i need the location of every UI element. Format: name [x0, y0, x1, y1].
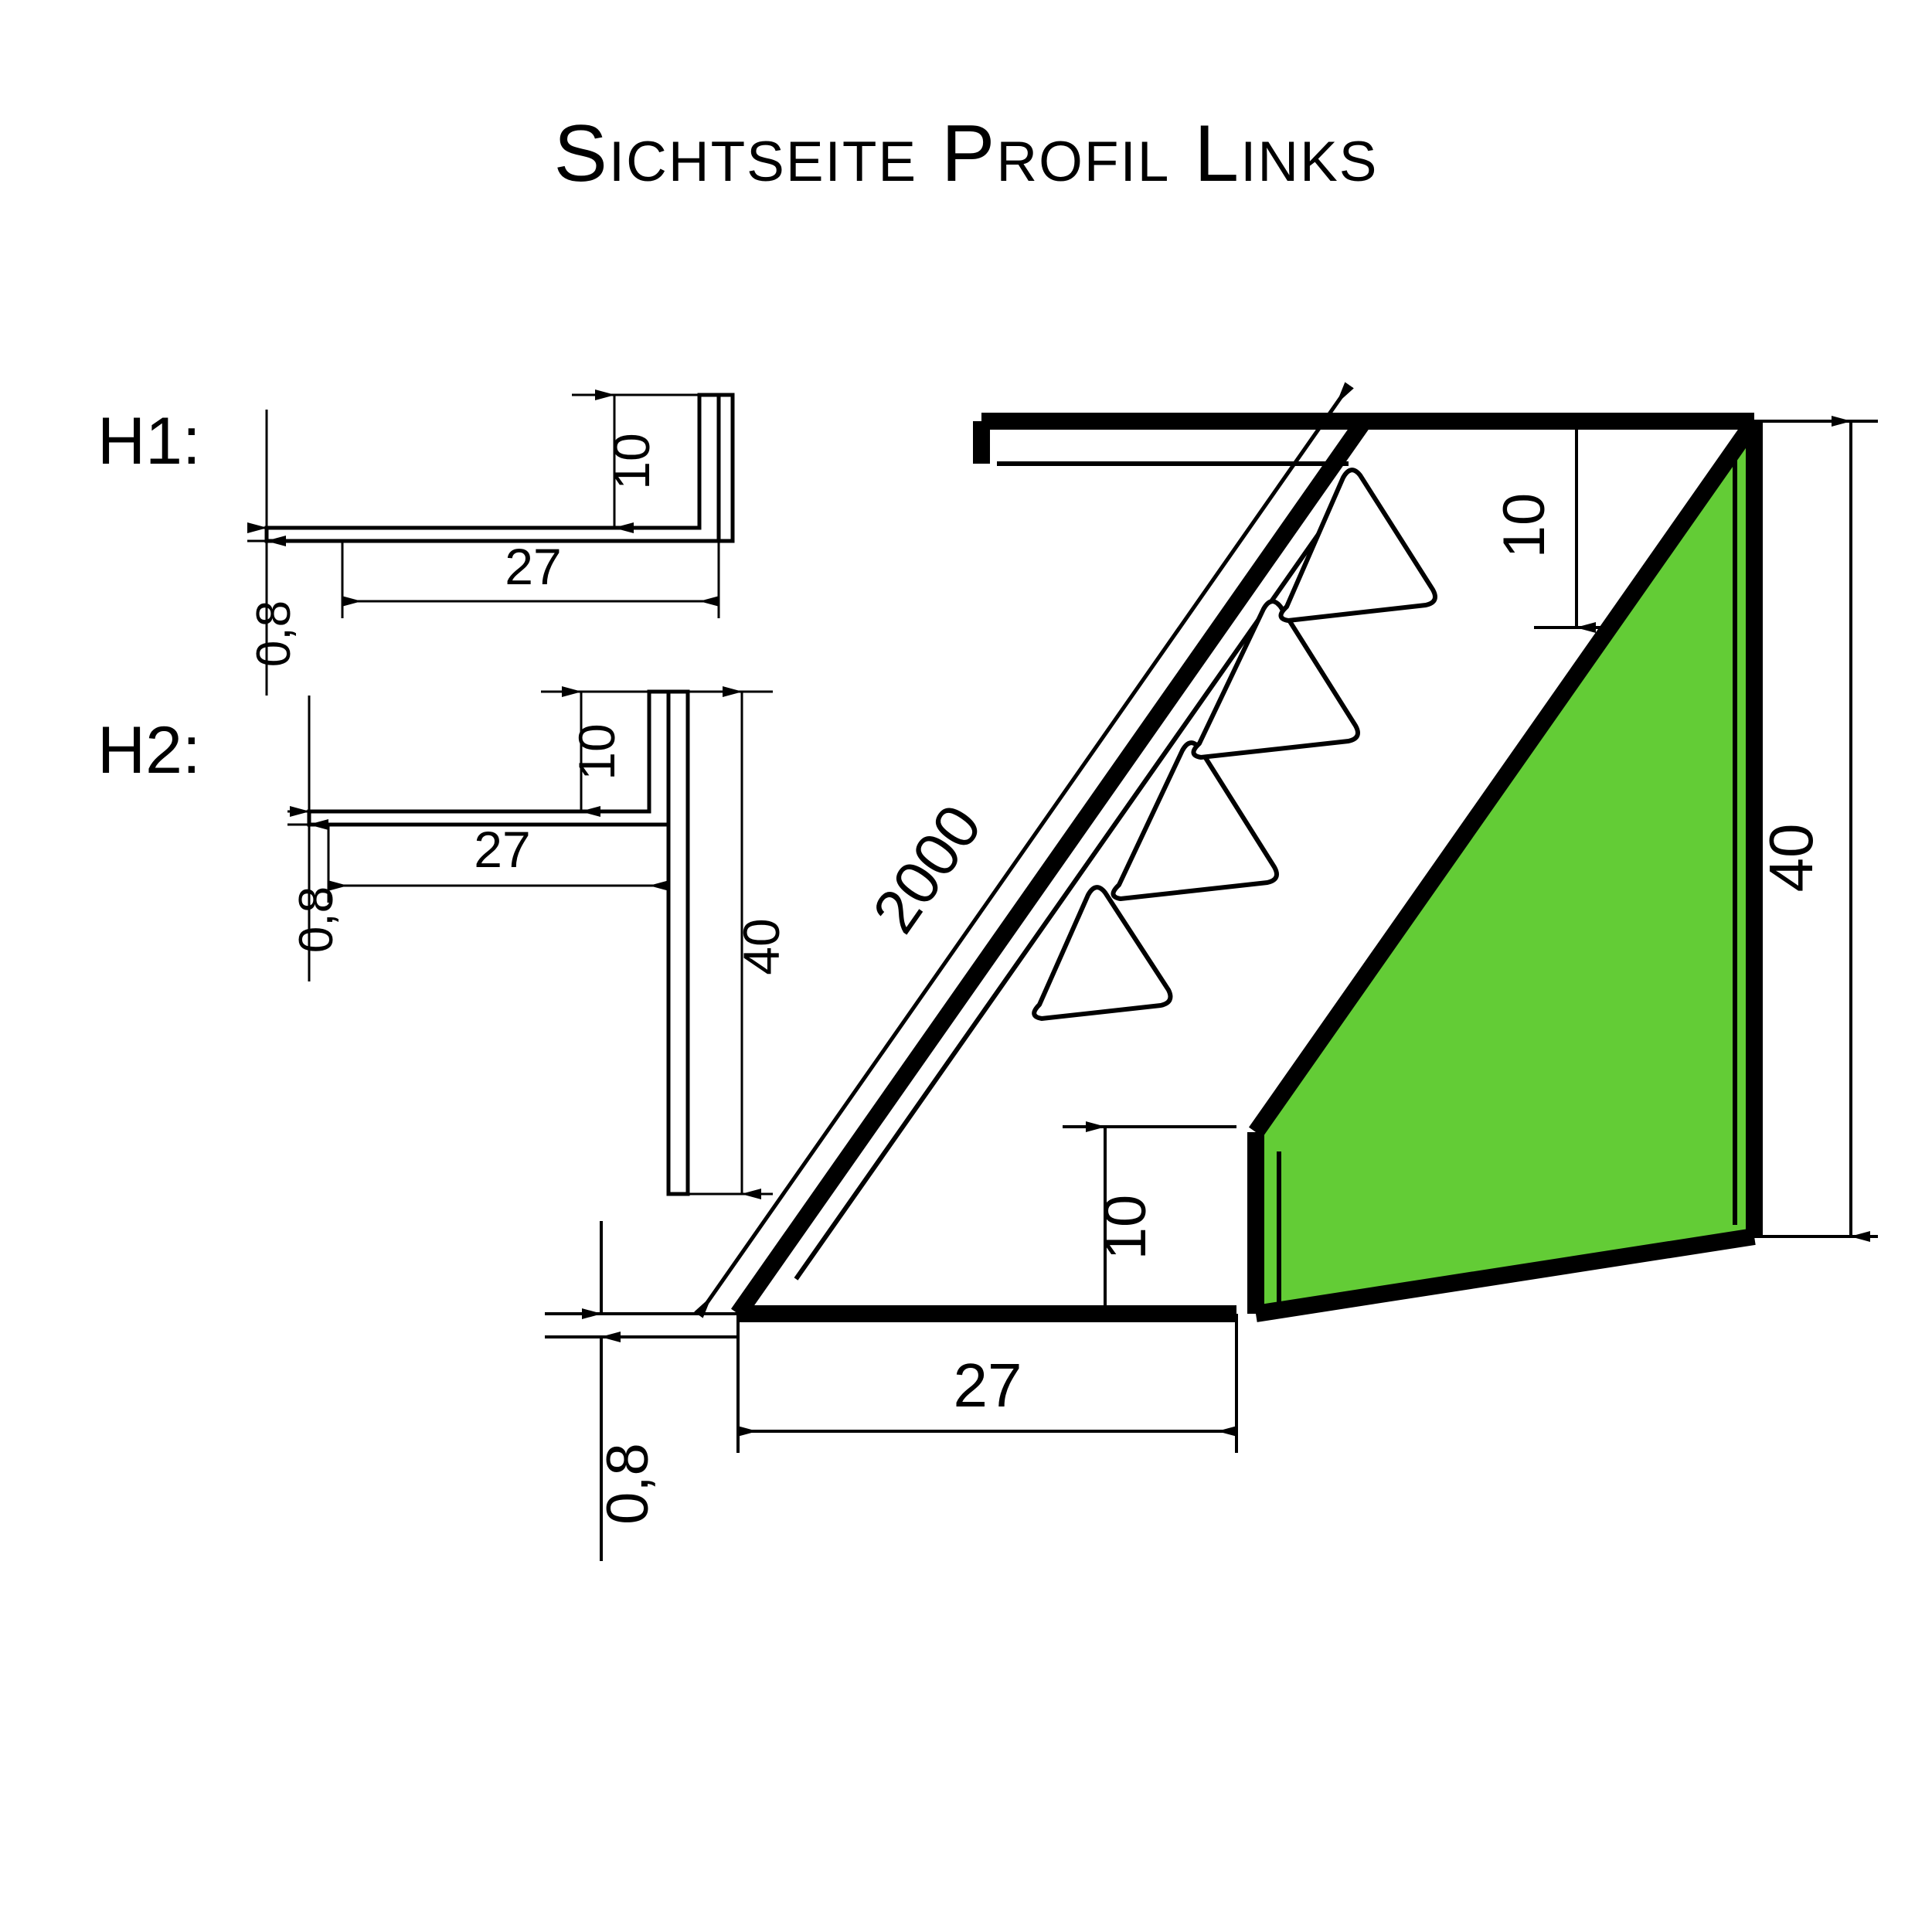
length-dimension-arrow [694, 382, 1354, 1318]
h2-view-group: H2: 0,8 [97, 686, 790, 1199]
isometric-view-group: 2000 10 40 10 [545, 382, 1878, 1561]
page-title: Sichtseite Profil Links [553, 109, 1379, 199]
iso-thickness-value: 0,8 [595, 1443, 661, 1525]
iso-dim-inner-leg [1063, 1121, 1236, 1319]
h1-leg-value: 10 [603, 433, 660, 489]
h1-dim-thickness [247, 410, 294, 696]
iso-dim-height [1754, 416, 1878, 1242]
hole-2 [1111, 740, 1279, 901]
iso-top-leg-value: 10 [1492, 493, 1557, 559]
iso-dim-top-leg [1534, 416, 1785, 633]
iso-inner-leg-value: 10 [1093, 1195, 1158, 1260]
h2-label: H2: [97, 713, 201, 787]
h1-view-group: H1: 0,8 [97, 389, 735, 696]
green-visible-face [1256, 421, 1754, 1314]
h1-thickness-value: 0,8 [247, 600, 301, 667]
iso-height-value: 40 [1757, 824, 1825, 893]
h2-height-value: 40 [733, 918, 790, 975]
h1-profile-outline [264, 393, 735, 543]
h1-width-value: 27 [505, 538, 561, 595]
h2-thickness-value: 0,8 [290, 886, 343, 953]
iso-base-width-value: 27 [954, 1351, 1022, 1420]
h2-leg-value: 10 [568, 723, 625, 780]
h2-dim-width [327, 825, 670, 903]
iso-dim-thickness [545, 1221, 738, 1561]
h2-dim-leg [541, 686, 649, 817]
h1-dim-leg [572, 389, 699, 533]
h1-label: H1: [97, 404, 201, 478]
h2-width-value: 27 [474, 821, 530, 878]
h2-profile-outline [307, 689, 690, 1196]
